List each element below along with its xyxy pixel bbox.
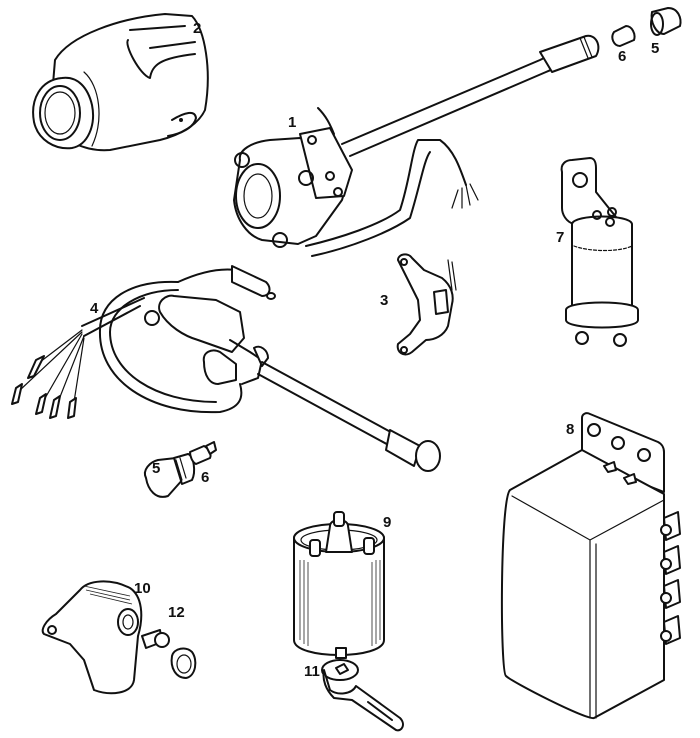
callout-2: 2 (193, 20, 201, 37)
callout-4: 4 (90, 300, 99, 317)
callout-labels: 2 1 6 5 7 3 4 8 5 6 9 10 12 11 (90, 20, 659, 680)
callout-11: 11 (304, 663, 320, 680)
part-lever-arm (321, 659, 404, 732)
part-flasher-unit (560, 157, 639, 347)
part-control-box (500, 412, 681, 719)
callout-6-middle: 6 (201, 469, 209, 486)
callout-10: 10 (134, 580, 151, 597)
part-coil-cap (293, 511, 385, 659)
callout-9: 9 (383, 514, 391, 531)
part-switch-cowl (32, 13, 209, 152)
callout-5-middle: 5 (152, 460, 160, 477)
part-lamp-housing (41, 580, 143, 695)
callout-3: 3 (380, 292, 388, 309)
callout-7: 7 (556, 229, 564, 246)
callout-6-top: 6 (618, 48, 626, 65)
callout-5-top: 5 (651, 40, 659, 57)
part-mounting-bracket (396, 253, 457, 356)
part-lens-bulb-top (611, 7, 682, 47)
part-lens-bulb-middle (144, 441, 217, 498)
part-screw-nut (141, 629, 197, 679)
part-stalk-switch (11, 265, 441, 472)
callout-1: 1 (288, 114, 296, 131)
callout-8: 8 (566, 421, 574, 438)
part-combination-switch (233, 34, 600, 257)
callout-12: 12 (168, 604, 185, 621)
